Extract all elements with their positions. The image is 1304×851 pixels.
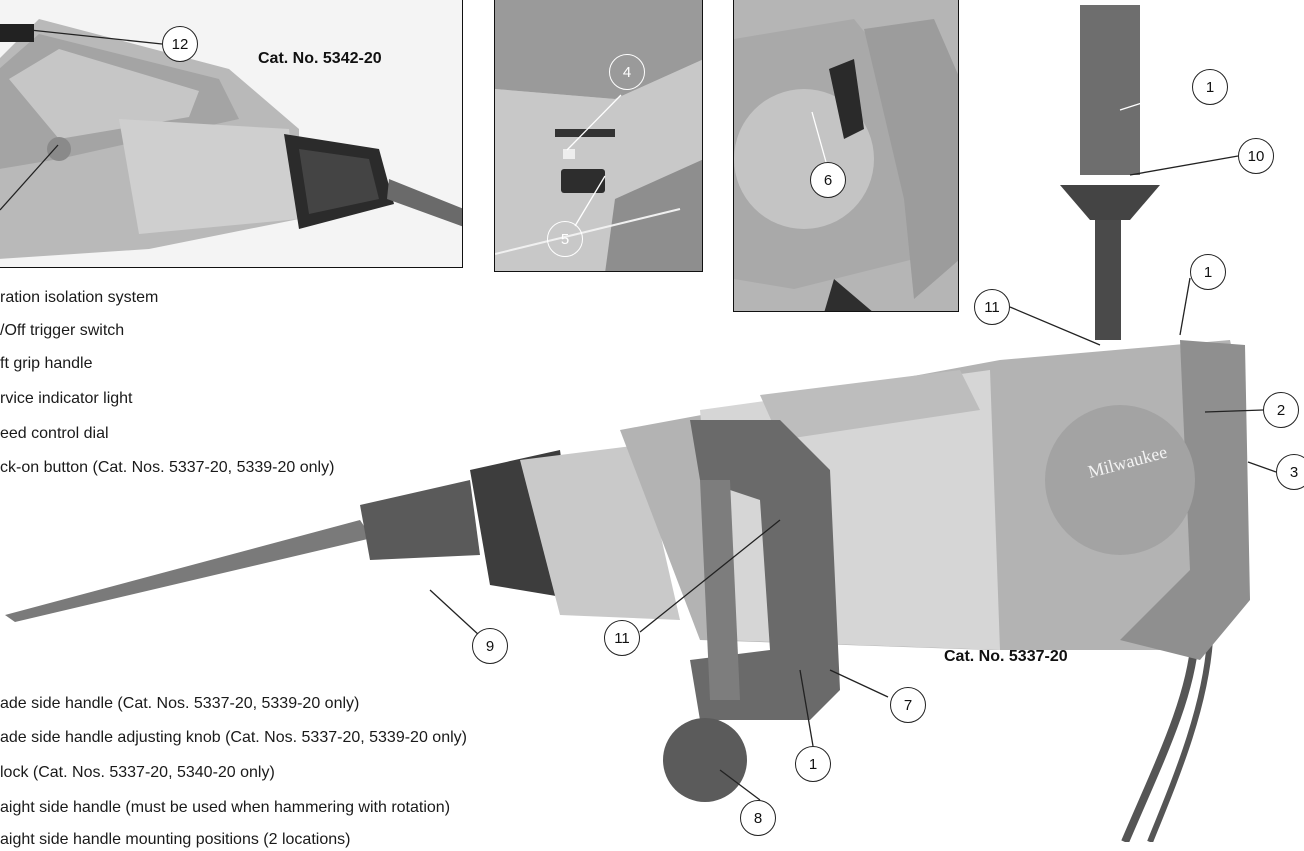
callout-9: 9 xyxy=(472,628,508,664)
callout-10: 10 xyxy=(1238,138,1274,174)
callout-6: 6 xyxy=(810,162,846,198)
feature-item: aight side handle mounting positions (2 … xyxy=(0,831,351,848)
callout-1-top: 1 xyxy=(1192,69,1228,105)
feature-item: ck-on button (Cat. Nos. 5337-20, 5339-20… xyxy=(0,459,335,476)
callout-11-top: 11 xyxy=(974,289,1010,325)
callout-3: 3 xyxy=(1276,454,1304,490)
callout-1-low: 1 xyxy=(795,746,831,782)
feature-item: lock (Cat. Nos. 5337-20, 5340-20 only) xyxy=(0,764,275,781)
inset-photo-trigger xyxy=(733,0,959,312)
callout-1-mid: 1 xyxy=(1190,254,1226,290)
callout-7: 7 xyxy=(890,687,926,723)
demolition-hammer-5342-image xyxy=(0,0,462,267)
feature-item: ade side handle (Cat. Nos. 5337-20, 5339… xyxy=(0,695,360,712)
feature-item: rvice indicator light xyxy=(0,390,133,407)
feature-item: ration isolation system xyxy=(0,289,159,306)
trigger-switch-closeup-image xyxy=(734,0,958,311)
callout-2: 2 xyxy=(1263,392,1299,428)
callout-12: 12 xyxy=(162,26,198,62)
feature-item: eed control dial xyxy=(0,425,109,442)
feature-item: ade side handle adjusting knob (Cat. Nos… xyxy=(0,729,467,746)
callout-8: 8 xyxy=(740,800,776,836)
inset-cat-label: Cat. No. 5342-20 xyxy=(258,50,382,67)
callout-5: 5 xyxy=(547,221,583,257)
inset-photo-5342 xyxy=(0,0,463,268)
feature-item: ft grip handle xyxy=(0,355,93,372)
feature-item: /Off trigger switch xyxy=(0,322,125,339)
main-cat-label: Cat. No. 5337-20 xyxy=(944,648,1068,665)
callout-11-mid: 11 xyxy=(604,620,640,656)
feature-item: aight side handle (must be used when ham… xyxy=(0,799,451,816)
callout-4: 4 xyxy=(609,54,645,90)
